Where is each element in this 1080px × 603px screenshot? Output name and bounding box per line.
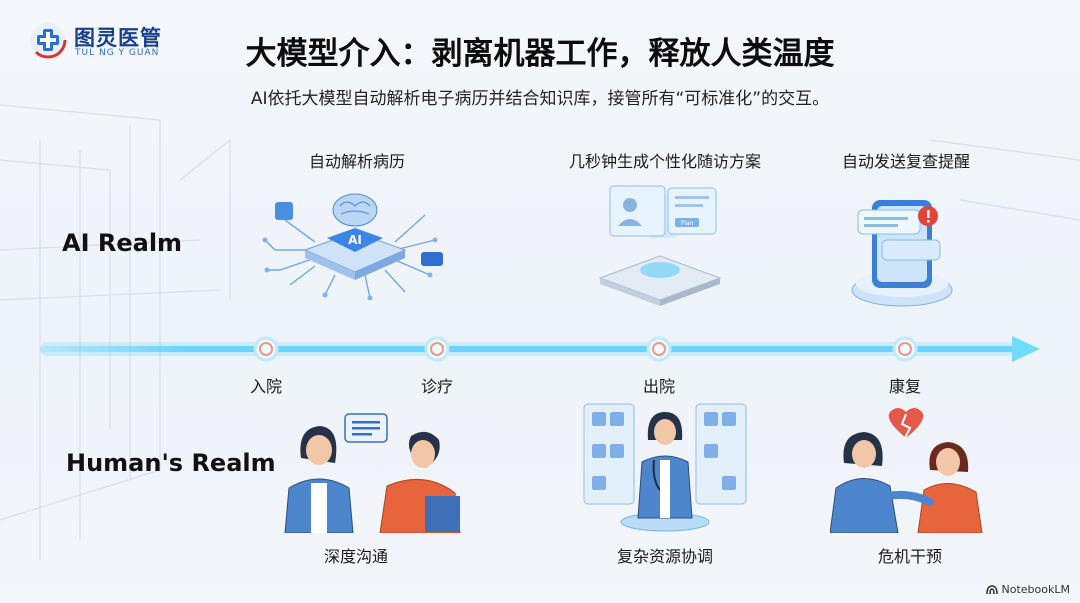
phone-reminder-icon	[851, 200, 953, 307]
ai-realm-label: AI Realm	[62, 229, 183, 257]
ai-task-followup-plan: 几秒钟生成个性化随访方案	[568, 152, 761, 171]
page-title: 大模型介入：剥离机器工作，释放人类温度	[245, 36, 835, 72]
resource-coordination-icon	[583, 403, 747, 532]
logo-icon	[29, 21, 67, 59]
stage-treatment: 诊疗	[420, 377, 453, 396]
ai-task-parse-records: 自动解析病历	[308, 152, 405, 171]
timeline-nodes	[253, 336, 918, 362]
human-task-crisis-intervention: 危机干预	[877, 547, 942, 566]
ai-chip-icon: AI	[262, 193, 443, 300]
human-task-deep-communication: 深度沟通	[323, 547, 388, 566]
brand-label: NotebookLM	[1001, 583, 1070, 596]
human-task-resource-coordination: 复杂资源协调	[616, 547, 713, 566]
followup-plan-hologram-icon: Plan	[598, 185, 722, 306]
journey-timeline	[40, 336, 1040, 362]
stage-admission: 入院	[249, 377, 282, 396]
stage-recovery: 康复	[888, 377, 921, 396]
notebooklm-watermark: NotebookLM	[985, 583, 1070, 596]
stage-discharge: 出院	[642, 377, 675, 396]
page-subtitle: AI依托大模型自动解析电子病历并结合知识库，接管所有“可标准化”的交互。	[250, 89, 830, 109]
doctor-patient-conversation-icon	[284, 413, 461, 533]
timeline-arrowhead	[1012, 336, 1040, 362]
human-realm-label: Human's Realm	[66, 449, 276, 477]
logo-name-en: TUL NG Y GUAN	[75, 48, 160, 58]
logo-name-cn: 图灵医管	[74, 26, 162, 50]
plan-card-label: Plan	[681, 220, 694, 227]
crisis-intervention-icon	[830, 408, 983, 533]
notebooklm-logo-icon	[985, 584, 998, 594]
ai-task-reminder: 自动发送复查提醒	[841, 152, 970, 171]
chip-label: AI	[348, 233, 362, 247]
